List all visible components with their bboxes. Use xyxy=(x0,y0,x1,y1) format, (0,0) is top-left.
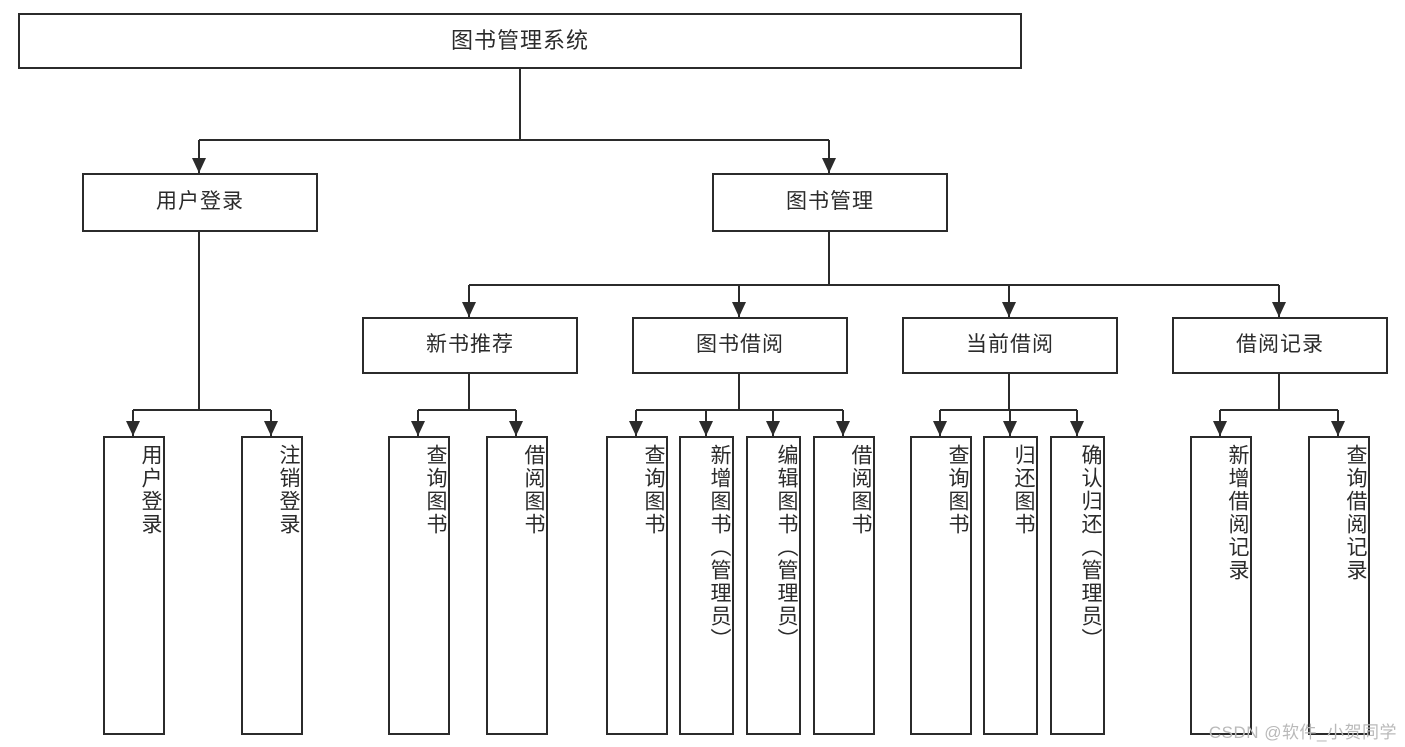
connector-stem xyxy=(1278,374,1280,410)
connector-drop xyxy=(828,140,830,173)
node-leaf-query-book-3[interactable]: 查询图书 xyxy=(910,436,972,735)
node-leaf-query-book-2-label: 查询图书 xyxy=(642,444,665,536)
node-leaf-add-book-admin-label: 新增图书（管理员） xyxy=(708,444,731,651)
node-new-book-rec-label: 新书推荐 xyxy=(426,333,514,357)
connector-drop xyxy=(198,140,200,173)
connector-drop xyxy=(1008,285,1010,317)
connector-stem xyxy=(828,232,830,285)
arrowhead-icon xyxy=(126,421,140,436)
node-leaf-user-login[interactable]: 用户登录 xyxy=(103,436,165,735)
node-leaf-add-record[interactable]: 新增借阅记录 xyxy=(1190,436,1252,735)
node-leaf-edit-book-admin[interactable]: 编辑图书（管理员） xyxy=(746,436,801,735)
connector-bus xyxy=(636,409,843,411)
node-leaf-confirm-return[interactable]: 确认归还（管理员） xyxy=(1050,436,1105,735)
arrowhead-icon xyxy=(766,421,780,436)
node-leaf-query-book-3-label: 查询图书 xyxy=(946,444,969,536)
arrowhead-icon xyxy=(822,158,836,173)
arrowhead-icon xyxy=(1003,421,1017,436)
node-leaf-query-record[interactable]: 查询借阅记录 xyxy=(1308,436,1370,735)
node-leaf-borrow-book-2[interactable]: 借阅图书 xyxy=(813,436,875,735)
connector-bus xyxy=(940,409,1077,411)
connector-bus xyxy=(133,409,271,411)
node-leaf-borrow-book-2-label: 借阅图书 xyxy=(849,444,872,536)
connector-stem xyxy=(738,374,740,410)
connector-stem xyxy=(1008,374,1010,410)
node-leaf-return-book-label: 归还图书 xyxy=(1012,444,1035,536)
node-leaf-query-record-label: 查询借阅记录 xyxy=(1344,444,1367,582)
connector-bus xyxy=(199,139,829,141)
connector-stem xyxy=(198,232,200,410)
arrowhead-icon xyxy=(1213,421,1227,436)
arrowhead-icon xyxy=(836,421,850,436)
node-borrow-record[interactable]: 借阅记录 xyxy=(1172,317,1388,374)
arrowhead-icon xyxy=(1331,421,1345,436)
node-borrow-record-label: 借阅记录 xyxy=(1236,333,1324,357)
connector-drop xyxy=(468,285,470,317)
node-user-login[interactable]: 用户登录 xyxy=(82,173,318,232)
arrowhead-icon xyxy=(699,421,713,436)
node-book-manage[interactable]: 图书管理 xyxy=(712,173,948,232)
watermark-text: CSDN @软件_小贺同学 xyxy=(1208,723,1397,742)
node-leaf-borrow-book-1-label: 借阅图书 xyxy=(522,444,545,536)
connector-drop xyxy=(738,285,740,317)
node-leaf-edit-book-admin-label: 编辑图书（管理员） xyxy=(775,444,798,651)
connector-drop xyxy=(1278,285,1280,317)
node-leaf-user-login-label: 用户登录 xyxy=(139,444,162,536)
connector-stem xyxy=(468,374,470,410)
node-current-borrow-label: 当前借阅 xyxy=(966,333,1054,357)
arrowhead-icon xyxy=(411,421,425,436)
node-book-borrow-label: 图书借阅 xyxy=(696,333,784,357)
node-leaf-logout-label: 注销登录 xyxy=(277,444,300,536)
node-root-label: 图书管理系统 xyxy=(450,28,589,54)
arrowhead-icon xyxy=(1272,302,1286,317)
node-leaf-query-book-2[interactable]: 查询图书 xyxy=(606,436,668,735)
node-current-borrow[interactable]: 当前借阅 xyxy=(902,317,1118,374)
node-leaf-add-record-label: 新增借阅记录 xyxy=(1226,444,1249,582)
arrowhead-icon xyxy=(1070,421,1084,436)
node-leaf-logout[interactable]: 注销登录 xyxy=(241,436,303,735)
arrowhead-icon xyxy=(629,421,643,436)
node-leaf-query-book-1[interactable]: 查询图书 xyxy=(388,436,450,735)
connector-bus xyxy=(418,409,516,411)
arrowhead-icon xyxy=(192,158,206,173)
arrowhead-icon xyxy=(933,421,947,436)
node-leaf-confirm-return-label: 确认归还（管理员） xyxy=(1079,444,1102,651)
connector-stem xyxy=(519,69,521,140)
node-root[interactable]: 图书管理系统 xyxy=(18,13,1022,69)
arrowhead-icon xyxy=(462,302,476,317)
connector-bus xyxy=(469,284,1279,286)
connector-bus xyxy=(1220,409,1338,411)
arrowhead-icon xyxy=(1002,302,1016,317)
arrowhead-icon xyxy=(264,421,278,436)
node-leaf-add-book-admin[interactable]: 新增图书（管理员） xyxy=(679,436,734,735)
arrowhead-icon xyxy=(732,302,746,317)
node-book-manage-label: 图书管理 xyxy=(786,190,874,214)
node-book-borrow[interactable]: 图书借阅 xyxy=(632,317,848,374)
arrowhead-icon xyxy=(509,421,523,436)
node-new-book-rec[interactable]: 新书推荐 xyxy=(362,317,578,374)
node-user-login-label: 用户登录 xyxy=(156,190,244,214)
node-leaf-borrow-book-1[interactable]: 借阅图书 xyxy=(486,436,548,735)
node-leaf-return-book[interactable]: 归还图书 xyxy=(983,436,1038,735)
node-leaf-query-book-1-label: 查询图书 xyxy=(424,444,447,536)
